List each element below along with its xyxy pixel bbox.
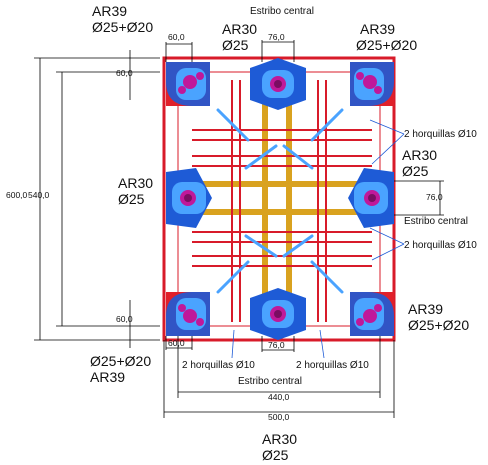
label-top-mid-bars: Ø25 <box>222 37 249 53</box>
label-estribo-bottom: Estribo central <box>238 376 302 387</box>
label-horq-bottom-left: 2 horquillas Ø10 <box>182 360 255 371</box>
mid-group-left <box>166 168 212 228</box>
label-top-left-name: AR39 <box>92 3 127 19</box>
dim-left-60-top: 60,0 <box>116 68 133 78</box>
dim-top-76: 76,0 <box>268 32 285 42</box>
dim-width-440: 440,0 <box>268 392 290 402</box>
label-horq-bottom-right: 2 horquillas Ø10 <box>296 360 369 371</box>
label-bottom-bars: Ø25 <box>262 447 289 463</box>
label-bot-right-bars: Ø25+Ø20 <box>408 317 469 333</box>
label-horq-right-upper: 2 horquillas Ø10 <box>404 129 477 140</box>
label-top-right-name: AR39 <box>360 21 395 37</box>
central-ties <box>182 78 378 324</box>
label-mid-left-name: AR30 <box>118 175 153 191</box>
corner-group-top-right <box>350 62 394 106</box>
label-horq-right-lower: 2 horquillas Ø10 <box>404 240 477 251</box>
diagonal-hooks <box>216 108 344 294</box>
label-top-left-bars: Ø25+Ø20 <box>92 19 153 35</box>
dim-top-60: 60,0 <box>168 32 185 42</box>
label-mid-right-name: AR30 <box>402 147 437 163</box>
corner-group-bottom-right <box>350 292 394 336</box>
label-bot-right-name: AR39 <box>408 301 443 317</box>
label-estribo-top: Estribo central <box>250 6 314 17</box>
label-top-right-bars: Ø25+Ø20 <box>356 37 417 53</box>
dim-bottom-60: 60,0 <box>168 338 185 348</box>
label-bottom-name: AR30 <box>262 431 297 447</box>
dim-right-76: 76,0 <box>426 192 443 202</box>
horizontal-hairpins <box>192 129 372 267</box>
leader-lines <box>231 119 405 359</box>
mid-group-bottom <box>250 288 306 340</box>
label-mid-right-bars: Ø25 <box>402 163 429 179</box>
dim-bottom-76: 76,0 <box>268 340 285 350</box>
vertical-hairpins <box>231 80 327 322</box>
dim-left-540: 540,0 <box>28 190 50 200</box>
label-bot-left-bars: Ø25+Ø20 <box>90 353 151 369</box>
dim-left-600: 600,0 <box>6 190 28 200</box>
label-bot-left-name: AR39 <box>90 369 125 385</box>
dim-width-500: 500,0 <box>268 412 290 422</box>
corner-group-bottom-left <box>166 292 210 336</box>
dim-left-60-bottom: 60,0 <box>116 314 133 324</box>
dimension-lines <box>34 40 444 418</box>
mid-group-top <box>250 58 306 110</box>
mid-group-right <box>348 168 394 228</box>
label-mid-left-bars: Ø25 <box>118 191 145 207</box>
corner-group-top-left <box>166 62 210 106</box>
label-estribo-right: Estribo central <box>404 216 468 227</box>
label-top-mid-name: AR30 <box>222 21 257 37</box>
